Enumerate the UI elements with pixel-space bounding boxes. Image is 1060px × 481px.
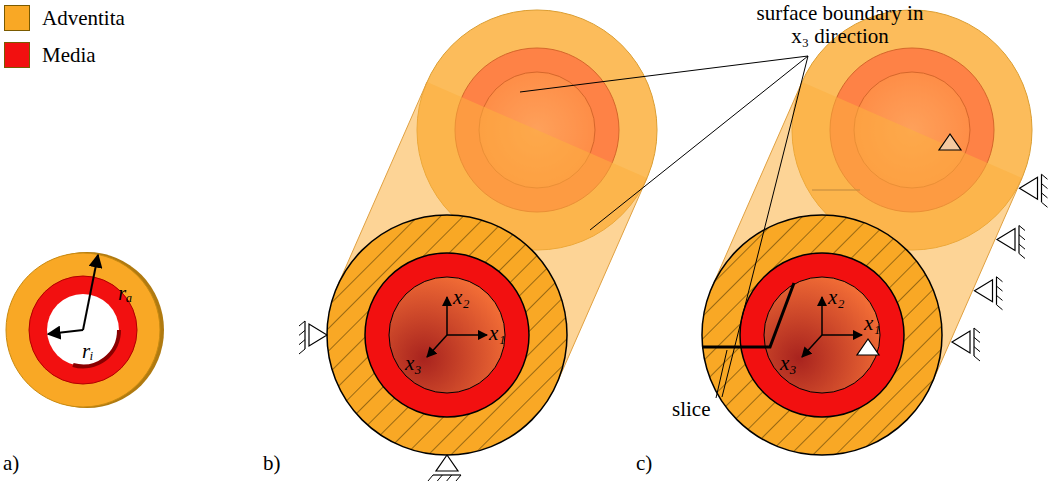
axis-arrow bbox=[446, 297, 448, 335]
support-hatch bbox=[1042, 174, 1048, 179]
support-hatch bbox=[1019, 244, 1025, 249]
support-hatch bbox=[997, 305, 1003, 310]
support-hatch bbox=[299, 340, 305, 345]
support-hatch bbox=[437, 475, 442, 481]
cylinder-edge bbox=[557, 178, 647, 383]
support-ground bbox=[996, 277, 997, 305]
axis-label: x₃ bbox=[780, 352, 797, 375]
support-hatch bbox=[299, 330, 305, 335]
axis-label: x₁ bbox=[489, 322, 506, 345]
media-ring bbox=[29, 276, 137, 384]
axis-arrow bbox=[802, 335, 822, 357]
axis-arrow bbox=[447, 334, 487, 336]
leader-line bbox=[722, 56, 808, 397]
axis-label: x₂ bbox=[453, 286, 470, 309]
support-hatch bbox=[974, 347, 980, 352]
front-adventitia bbox=[327, 215, 567, 455]
support-hatch bbox=[1019, 235, 1025, 240]
leader-line bbox=[520, 56, 808, 92]
adventitia-ring bbox=[6, 253, 160, 407]
front-media bbox=[740, 253, 904, 417]
legend-swatch bbox=[4, 42, 30, 68]
support-hatch bbox=[974, 328, 980, 333]
callout-label: slice bbox=[672, 398, 710, 421]
panel-label: b) bbox=[263, 452, 281, 475]
support-hatch bbox=[456, 475, 461, 481]
support-triangle bbox=[939, 134, 961, 150]
front-hatching bbox=[327, 215, 567, 455]
radius-arrow bbox=[48, 330, 83, 334]
support-triangle bbox=[1020, 177, 1038, 199]
legend-swatch bbox=[4, 5, 30, 31]
support-hatch bbox=[1042, 202, 1048, 207]
axis-arrow bbox=[822, 334, 862, 336]
legend-text: Adventita bbox=[42, 7, 125, 30]
axis-arrow bbox=[427, 335, 447, 357]
support-hatch bbox=[1019, 226, 1025, 231]
support-triangle bbox=[952, 331, 970, 353]
radius-arrow bbox=[83, 255, 98, 330]
lumen bbox=[47, 294, 119, 366]
front-lumen bbox=[389, 277, 505, 393]
support-hatch bbox=[974, 337, 980, 342]
axis-label: x₃ bbox=[405, 352, 422, 375]
support-triangle bbox=[997, 229, 1015, 251]
support-hatch bbox=[997, 295, 1003, 300]
annotation-note: surface boundary in x₃ direction bbox=[752, 2, 928, 48]
support-hatch bbox=[997, 286, 1003, 291]
support-ground bbox=[433, 474, 461, 475]
support-ground bbox=[973, 328, 974, 356]
support-triangle bbox=[857, 339, 879, 355]
support-hatch bbox=[1042, 184, 1048, 189]
back-adventitia bbox=[417, 10, 657, 250]
lumen-inner-wall bbox=[73, 330, 119, 366]
support-hatch bbox=[1019, 254, 1025, 259]
support-hatch bbox=[447, 475, 452, 481]
axis-arrow bbox=[821, 297, 823, 335]
leader-line bbox=[590, 56, 808, 230]
axis-label: x₁ bbox=[864, 312, 881, 335]
support-hatch bbox=[299, 321, 305, 326]
support-ground bbox=[304, 321, 305, 349]
support-ground bbox=[1018, 226, 1019, 254]
leader-line bbox=[716, 350, 727, 398]
back-cap-shade bbox=[417, 10, 657, 250]
dimension-label: rᵢ bbox=[82, 340, 94, 363]
support-triangle bbox=[436, 455, 458, 471]
support-triangle bbox=[309, 324, 327, 346]
panel-label: a) bbox=[3, 452, 19, 475]
front-media bbox=[365, 253, 529, 417]
panel-label: c) bbox=[636, 452, 652, 475]
support-hatch bbox=[299, 349, 305, 354]
support-ground bbox=[1041, 174, 1042, 202]
support-hatch bbox=[428, 475, 433, 481]
support-hatch bbox=[974, 356, 980, 361]
slice-line-back bbox=[812, 189, 860, 191]
front-lumen bbox=[764, 277, 880, 393]
support-hatch bbox=[997, 277, 1003, 282]
cylinder-edge bbox=[932, 178, 1022, 383]
support-triangle bbox=[975, 280, 993, 302]
support-hatch bbox=[1042, 193, 1048, 198]
legend-text: Media bbox=[42, 44, 96, 67]
axis-label: x₂ bbox=[828, 286, 845, 309]
dimension-label: rₐ bbox=[118, 282, 132, 305]
